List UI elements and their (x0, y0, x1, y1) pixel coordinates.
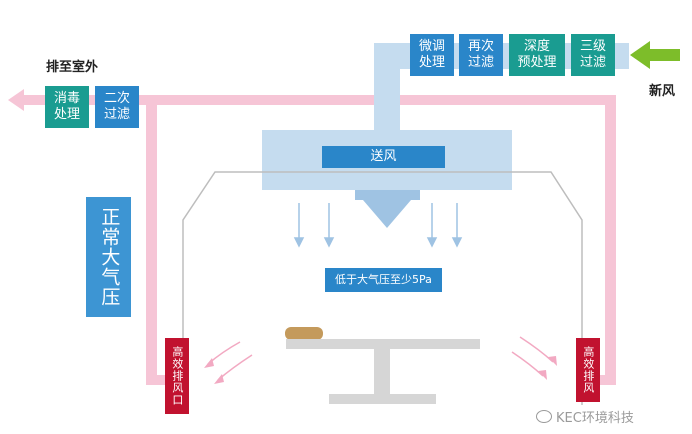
filter-line2: 过滤 (467, 55, 494, 70)
downflow-arrows (293, 203, 463, 248)
fresh-air-label: 新风 (649, 84, 676, 99)
filter-line1: 深度 (523, 38, 550, 54)
filter-deep-pretreatment: 深度 预处理 (509, 34, 565, 76)
operating-table (285, 327, 480, 404)
fresh-air-arrow-icon (630, 41, 680, 69)
exhaust-outlet-left-label: 高效排风口 (170, 346, 184, 406)
supply-down-arrow-icon (355, 190, 420, 228)
filter-second-stage: 二次 过滤 (95, 86, 139, 128)
filter-line1: 微调 (418, 38, 445, 54)
normal-pressure-label: 正常大气压 (98, 207, 121, 307)
supply-air-box: 送风 (322, 146, 445, 168)
wechat-icon (536, 410, 552, 423)
supply-air-label: 送风 (370, 148, 397, 164)
exhaust-arrow-icon (8, 89, 24, 111)
filter-disinfection: 消毒 处理 (45, 86, 89, 128)
filter-line2: 过滤 (579, 55, 606, 70)
exhaust-outlet-right: 高效排风 (576, 338, 600, 402)
exhaust-outdoor-label: 排至室外 (46, 60, 99, 75)
filter-line2: 过滤 (103, 107, 130, 122)
filter-line1: 再次 (467, 38, 494, 54)
pressure-note-box: 低于大气压至少5Pa (325, 268, 442, 292)
filter-line1: 消毒 (53, 90, 80, 106)
outflow-arrowheads (204, 356, 557, 384)
exhaust-duct (40, 95, 616, 385)
filter-secondary: 再次 过滤 (459, 34, 503, 76)
normal-pressure-box: 正常大气压 (86, 197, 131, 317)
pressure-note-label: 低于大气压至少5Pa (335, 273, 432, 287)
filter-line2: 处理 (418, 55, 445, 70)
watermark: KEC环境科技 (536, 407, 634, 426)
filter-line2: 预处理 (517, 55, 557, 70)
filter-line2: 处理 (53, 107, 80, 122)
filter-line1: 二次 (103, 90, 130, 106)
filter-line1: 三级 (579, 38, 606, 54)
room-outline (182, 171, 583, 405)
exhaust-outlet-left: 高效排风口 (165, 338, 189, 414)
filter-fine-tune: 微调 处理 (410, 34, 454, 76)
exhaust-outlet-right-label: 高效排风 (581, 346, 595, 394)
filter-tertiary: 三级 过滤 (571, 34, 615, 76)
watermark-text: KEC环境科技 (556, 411, 634, 426)
